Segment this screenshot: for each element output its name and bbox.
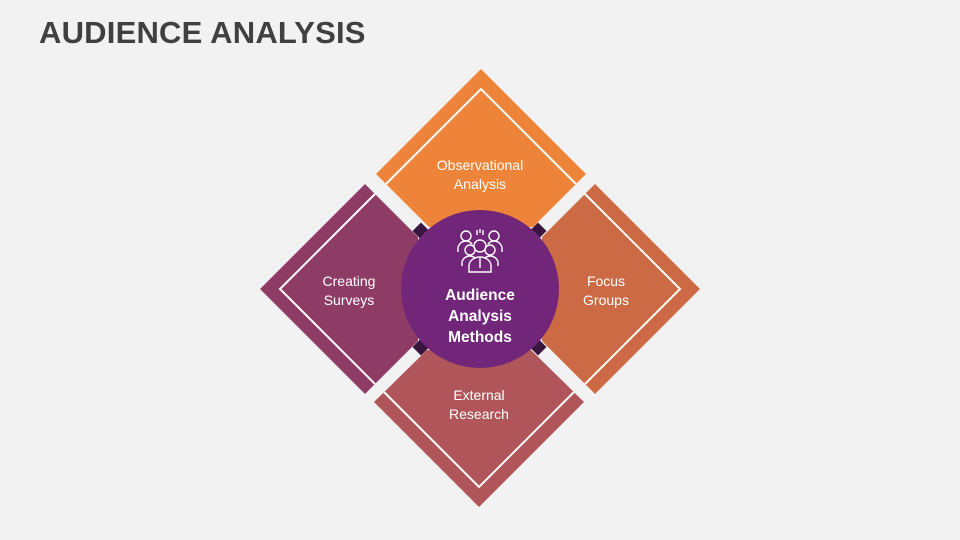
quadrant-focus-groups xyxy=(542,184,700,394)
label-line1: Creating xyxy=(322,273,376,289)
center-title-line3: Methods xyxy=(448,329,512,346)
label-line1: Focus xyxy=(586,273,626,289)
quadrant-external-research xyxy=(374,350,584,507)
label-creating-surveys: Creating Surveys xyxy=(279,272,419,310)
label-external-research: External Research xyxy=(409,386,549,424)
center-title-line1: Audience xyxy=(445,287,515,304)
label-observational-analysis: Observational Analysis xyxy=(410,156,550,194)
label-line1: External xyxy=(453,387,505,403)
page-title: AUDIENCE ANALYSIS xyxy=(39,15,366,50)
label-line2: Analysis xyxy=(453,176,507,192)
quadrant-creating-surveys xyxy=(260,184,418,394)
audience-group-icon xyxy=(457,229,503,273)
quadrant-observational-analysis xyxy=(376,69,586,227)
label-line2: Research xyxy=(449,406,509,422)
center-title: Audience Analysis Methods xyxy=(410,285,550,348)
center-title-line2: Analysis xyxy=(448,308,512,325)
label-line2: Groups xyxy=(583,292,629,308)
label-line2: Surveys xyxy=(323,292,375,308)
center-circle xyxy=(401,210,559,368)
label-focus-groups: Focus Groups xyxy=(536,272,676,310)
label-line1: Observational xyxy=(436,157,524,173)
